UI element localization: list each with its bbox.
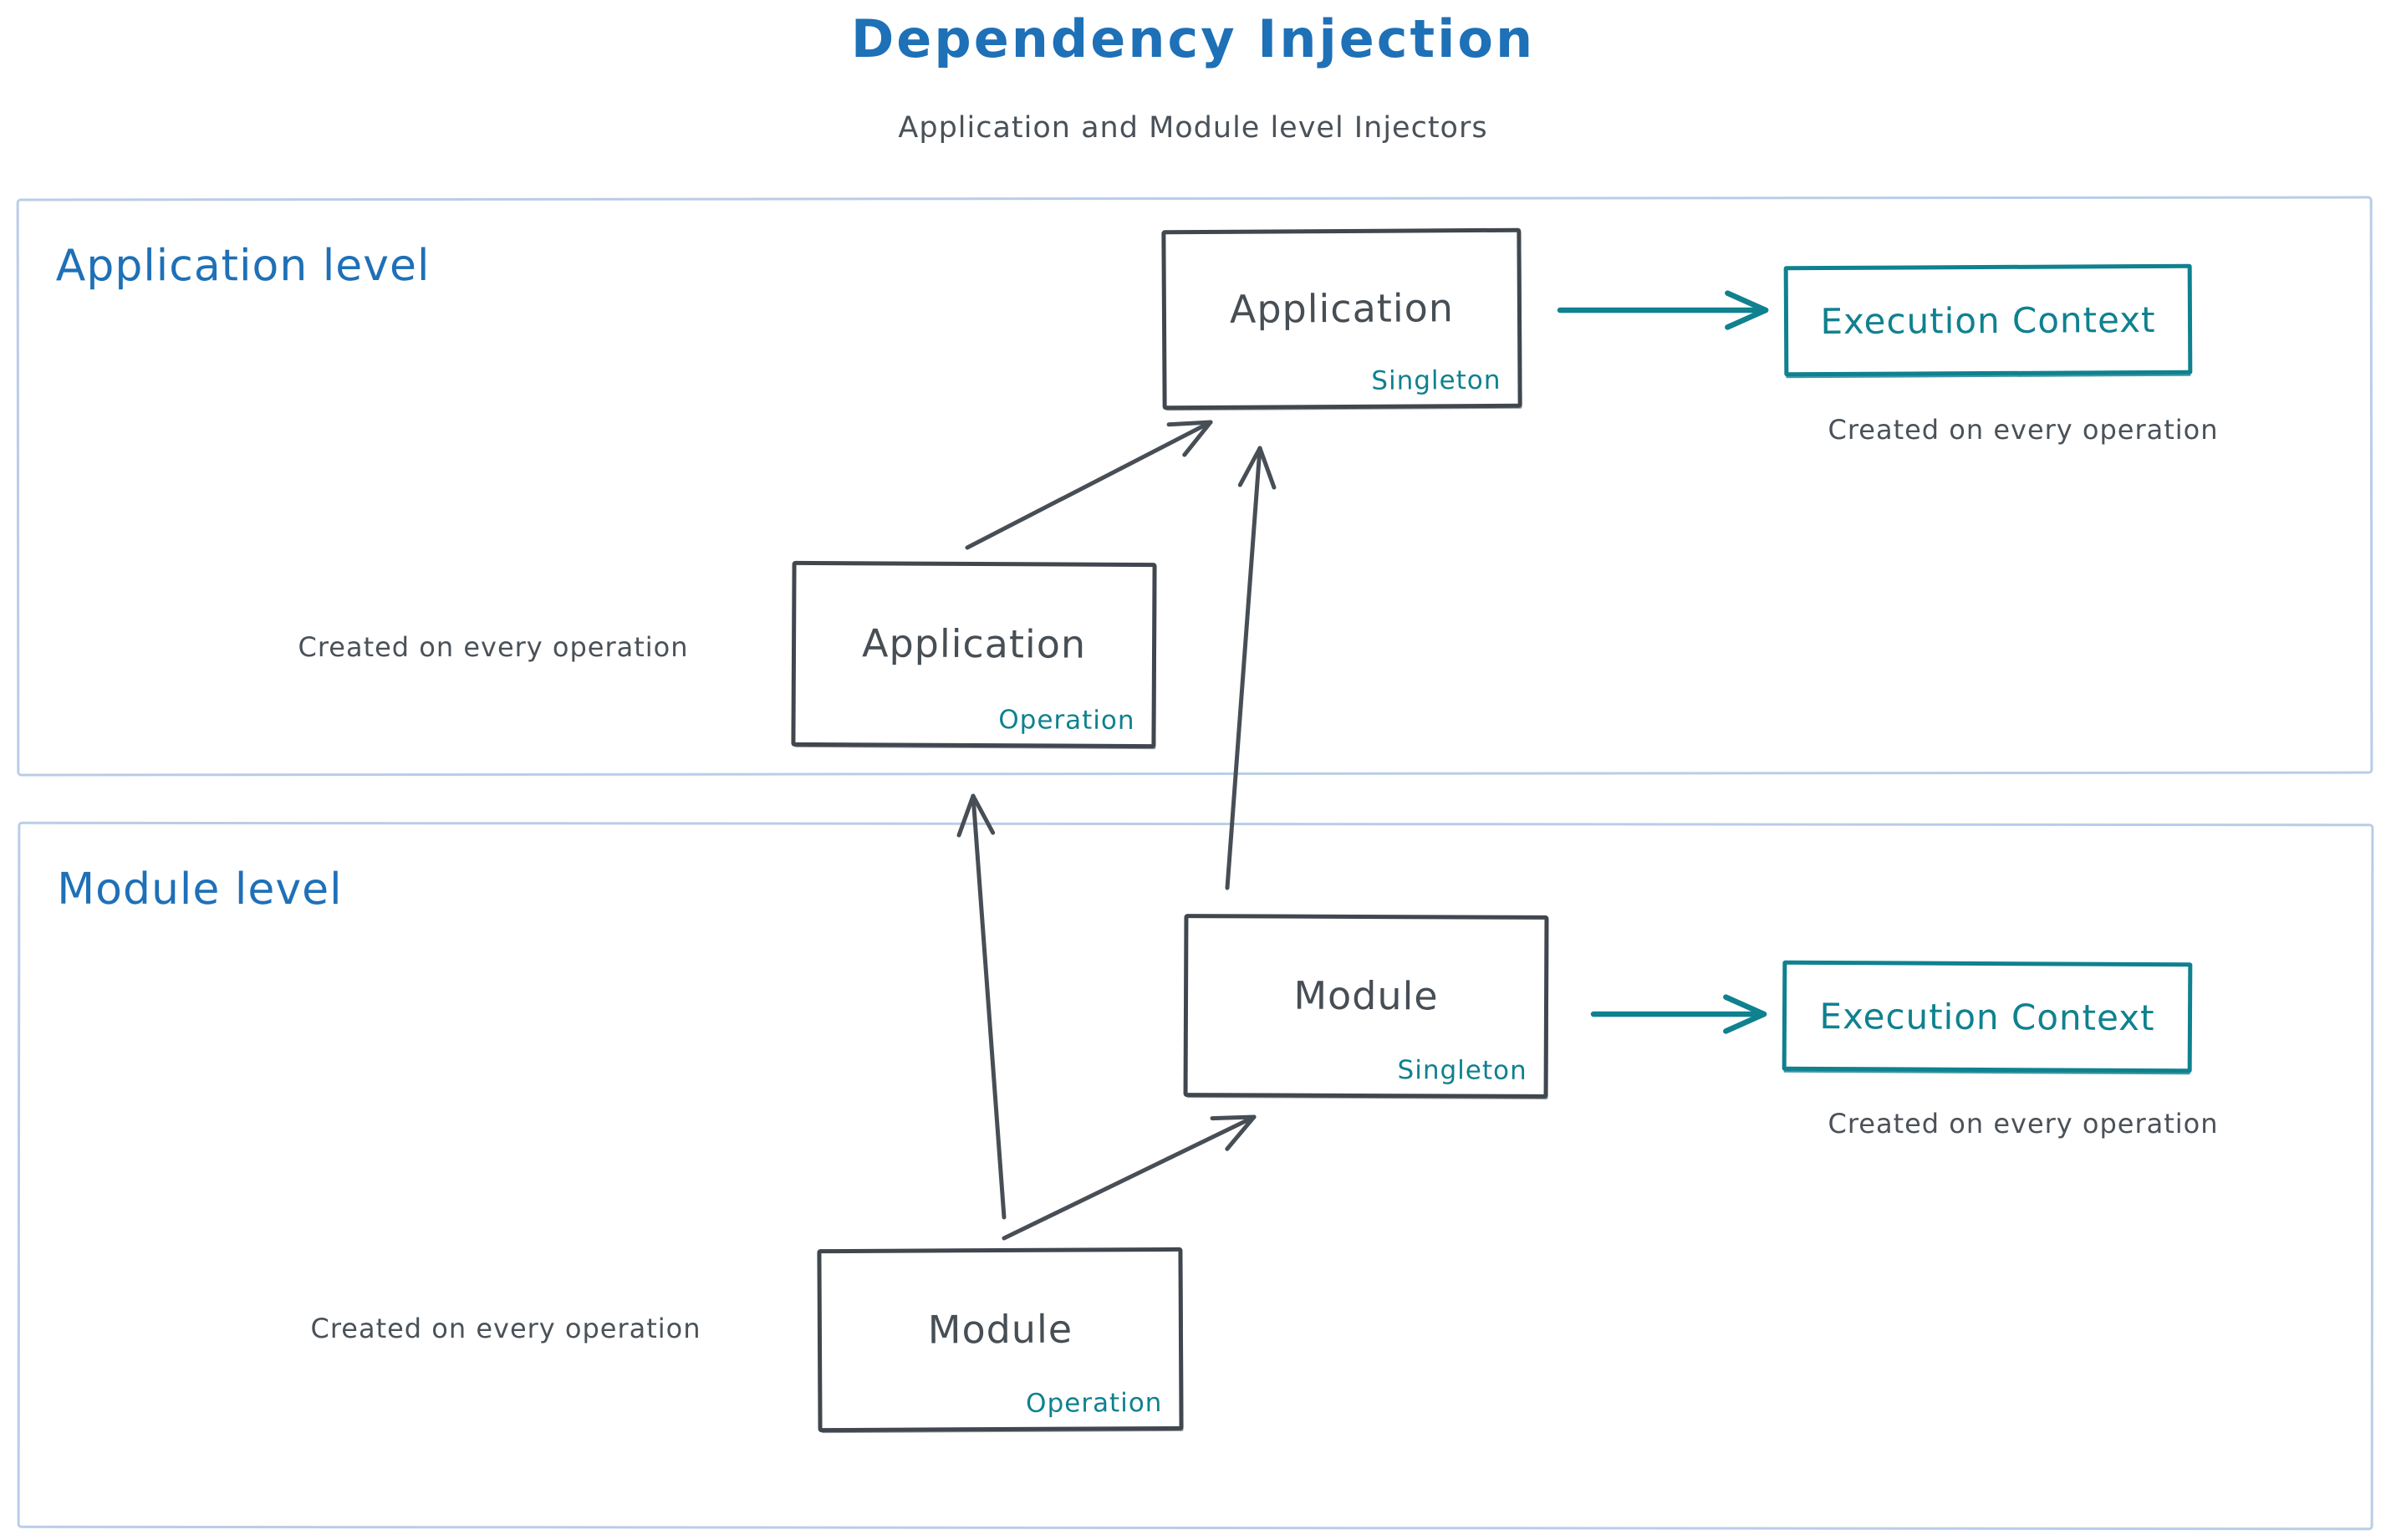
- page-title: Dependency Injection: [850, 8, 1536, 69]
- application-operation-box: Application Operation: [791, 560, 1157, 749]
- module-operation-box: Module Operation: [817, 1247, 1184, 1433]
- application-execution-context-caption: Created on every operation: [1828, 414, 2219, 446]
- module-singleton-box: Module Singleton: [1183, 914, 1549, 1099]
- application-level-label: Application level: [55, 240, 431, 292]
- module-singleton-title: Module: [1293, 972, 1439, 1018]
- application-operation-title: Application: [861, 620, 1087, 667]
- module-operation-caption: Created on every operation: [310, 1313, 701, 1344]
- application-execution-context-label: Execution Context: [1820, 298, 2156, 342]
- module-operation-title: Module: [927, 1306, 1073, 1352]
- page-subtitle: Application and Module level Injectors: [898, 111, 1488, 145]
- module-execution-context-label: Execution Context: [1819, 995, 2155, 1038]
- application-singleton-badge: Singleton: [1371, 365, 1501, 396]
- module-operation-badge: Operation: [1026, 1387, 1163, 1419]
- application-operation-caption: Created on every operation: [298, 631, 689, 663]
- module-execution-context-box: Execution Context: [1782, 960, 2193, 1073]
- application-singleton-box: Application Singleton: [1161, 227, 1522, 410]
- module-execution-context-caption: Created on every operation: [1828, 1108, 2219, 1140]
- application-execution-context-box: Execution Context: [1783, 263, 2193, 377]
- module-singleton-badge: Singleton: [1397, 1055, 1527, 1086]
- module-level-label: Module level: [57, 864, 343, 915]
- application-operation-badge: Operation: [998, 705, 1135, 737]
- application-singleton-title: Application: [1229, 284, 1455, 332]
